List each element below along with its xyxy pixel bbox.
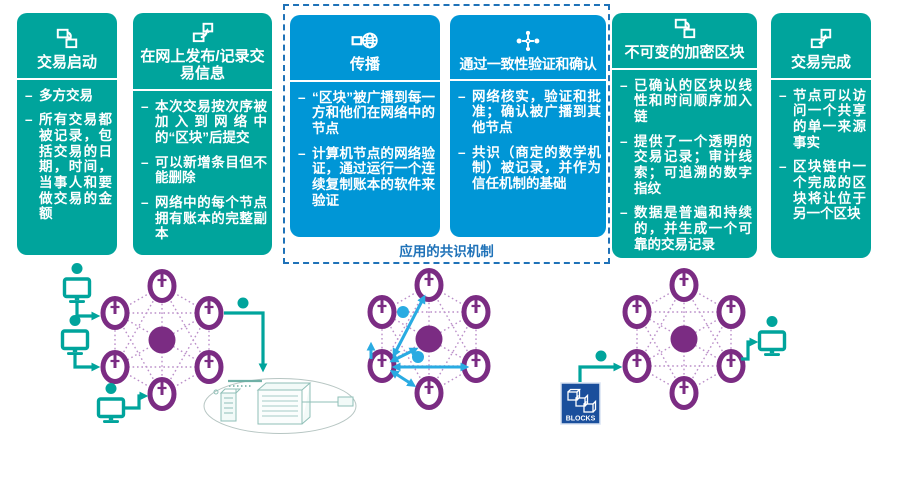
bullet-list: 网络核实，验证和批准；确认被广播到其他节点 共识（商定的数学机制）被记录，并作为… bbox=[450, 81, 606, 205]
bullet: 多方交易 bbox=[25, 88, 112, 104]
network-hub bbox=[148, 326, 176, 354]
bullet: 网络中的每个节点拥有账本的完整副本 bbox=[141, 195, 267, 242]
bullet: 所有交易都被记录，包括交易的日期，时间，当事人和要做交易的金额 bbox=[25, 112, 112, 222]
bullet: 计算机节点的网络验证，通过运行一个连续复制账本的软件来验证 bbox=[298, 146, 435, 209]
network-node-icon bbox=[150, 380, 174, 409]
user-monitor-icon bbox=[96, 381, 126, 425]
network-illustration: BLOCKS bbox=[60, 261, 787, 434]
network-node-icon bbox=[625, 298, 649, 327]
network-node-icon bbox=[464, 298, 488, 327]
divider bbox=[17, 77, 117, 80]
network-node-icon bbox=[370, 298, 394, 327]
input-arrows bbox=[73, 303, 149, 410]
ledger-arrow bbox=[224, 311, 268, 373]
broadcast-globe-icon bbox=[290, 15, 440, 52]
divider bbox=[771, 77, 871, 80]
bullet: 本次交易按次序被加入到网络中的“区块”后提交 bbox=[141, 99, 267, 146]
consensus-label: 应用的共识机制 bbox=[399, 244, 494, 259]
network-hub bbox=[415, 325, 443, 353]
network-3 bbox=[625, 271, 743, 408]
bullet: 数据是普遍和持续的，并生成一个可靠的交易记录 bbox=[620, 205, 752, 252]
bullet: 提供了一个透明的交易记录；审计线索；可追溯的数字指纹 bbox=[620, 134, 752, 197]
network-node-icon bbox=[103, 299, 127, 328]
bullet: 节点可以访问一个共享的单一来源事实 bbox=[779, 88, 866, 151]
user-monitor-icon bbox=[62, 261, 92, 305]
bullet: “区块”被广播到每一方和他们在网络中的节点 bbox=[298, 90, 435, 137]
blocks-to-network-arrow bbox=[578, 362, 623, 382]
person-dot bbox=[237, 297, 249, 309]
step-title: 通过一致性验证和确认 bbox=[459, 56, 597, 72]
blocks-label: BLOCKS bbox=[566, 416, 596, 423]
bullet: 可以新增条目但不能删除 bbox=[141, 155, 267, 186]
divider bbox=[133, 88, 272, 91]
person-dot bbox=[595, 350, 607, 362]
step-title: 交易启动 bbox=[36, 54, 97, 71]
step-box-transaction-complete: 交易完成 节点可以访问一个共享的单一来源事实 区块链中一个完成的区块将让位于另一… bbox=[771, 13, 871, 258]
transaction-start-icon bbox=[17, 13, 117, 50]
step-box-transaction-start: 交易启动 多方交易 所有交易都被记录，包括交易的日期，时间，当事人和要做交易的金… bbox=[17, 13, 117, 255]
blocks-box: BLOCKS bbox=[560, 382, 601, 425]
publish-record-icon bbox=[133, 13, 272, 44]
step-title: 不可变的加密区块 bbox=[624, 44, 745, 61]
output-arrow bbox=[741, 337, 759, 361]
propagation-arrows bbox=[366, 294, 470, 387]
encrypted-block-icon bbox=[612, 13, 757, 40]
ledger-illustration bbox=[203, 378, 357, 434]
bullet: 已确认的区块以线性和时间顺序加入链 bbox=[620, 78, 752, 125]
bullet: 共识（商定的数学机制）被记录，并作为信任机制的基础 bbox=[458, 145, 601, 192]
network-node-icon bbox=[197, 353, 221, 382]
consensus-dashed-region: 应用的共识机制 bbox=[283, 4, 610, 264]
divider bbox=[612, 67, 757, 70]
step-title: 交易完成 bbox=[790, 54, 851, 71]
divider bbox=[450, 78, 606, 81]
step-box-immutable-block: 不可变的加密区块 已确认的区块以线性和时间顺序加入链 提供了一个透明的交易记录；… bbox=[612, 13, 757, 258]
network-node-icon bbox=[719, 298, 743, 327]
bullet: 网络核实，验证和批准；确认被广播到其他节点 bbox=[458, 89, 601, 136]
step-box-consensus-validation: 通过一致性验证和确认 网络核实，验证和批准；确认被广播到其他节点 共识（商定的数… bbox=[450, 15, 606, 237]
bullet: 区块链中一个完成的区块将让位于另一个区块 bbox=[779, 159, 866, 222]
bullet-list: 已确认的区块以线性和时间顺序加入链 提供了一个透明的交易记录；审计线索；可追溯的… bbox=[612, 70, 757, 266]
bullet-list: 本次交易按次序被加入到网络中的“区块”后提交 可以新增条目但不能删除 网络中的每… bbox=[133, 91, 272, 255]
step-box-propagation: 传播 “区块”被广播到每一方和他们在网络中的节点 计算机节点的网络验证，通过运行… bbox=[290, 15, 440, 237]
user-monitor-icon bbox=[60, 313, 90, 357]
divider bbox=[290, 79, 440, 82]
network-1 bbox=[103, 272, 221, 409]
network-node-icon bbox=[417, 271, 441, 300]
network-node-icon bbox=[719, 352, 743, 381]
network-node-icon bbox=[103, 353, 127, 382]
bullet-list: 节点可以访问一个共享的单一来源事实 区块链中一个完成的区块将让位于另一个区块 bbox=[771, 80, 871, 235]
step-box-publish-record: 在网上发布/记录交易信息 本次交易按次序被加入到网络中的“区块”后提交 可以新增… bbox=[133, 13, 272, 255]
network-node-icon bbox=[370, 352, 394, 381]
network-hub bbox=[670, 325, 698, 353]
bullet-list: 多方交易 所有交易都被记录，包括交易的日期，时间，当事人和要做交易的金额 bbox=[17, 80, 117, 235]
bullet-list: “区块”被广播到每一方和他们在网络中的节点 计算机节点的网络验证，通过运行一个连… bbox=[290, 82, 440, 222]
network-node-icon bbox=[672, 271, 696, 300]
network-node-icon bbox=[464, 352, 488, 381]
step-title: 在网上发布/记录交易信息 bbox=[140, 48, 265, 82]
network-node-icon bbox=[672, 379, 696, 408]
step-title: 传播 bbox=[349, 56, 380, 73]
consensus-nodes-icon bbox=[450, 15, 606, 52]
network-node-icon bbox=[197, 299, 221, 328]
network-2 bbox=[370, 271, 488, 408]
transaction-complete-icon bbox=[771, 13, 871, 50]
network-node-icon bbox=[625, 352, 649, 381]
network-node-icon bbox=[417, 379, 441, 408]
user-monitor-icon bbox=[757, 314, 787, 358]
network-node-icon bbox=[150, 272, 174, 301]
